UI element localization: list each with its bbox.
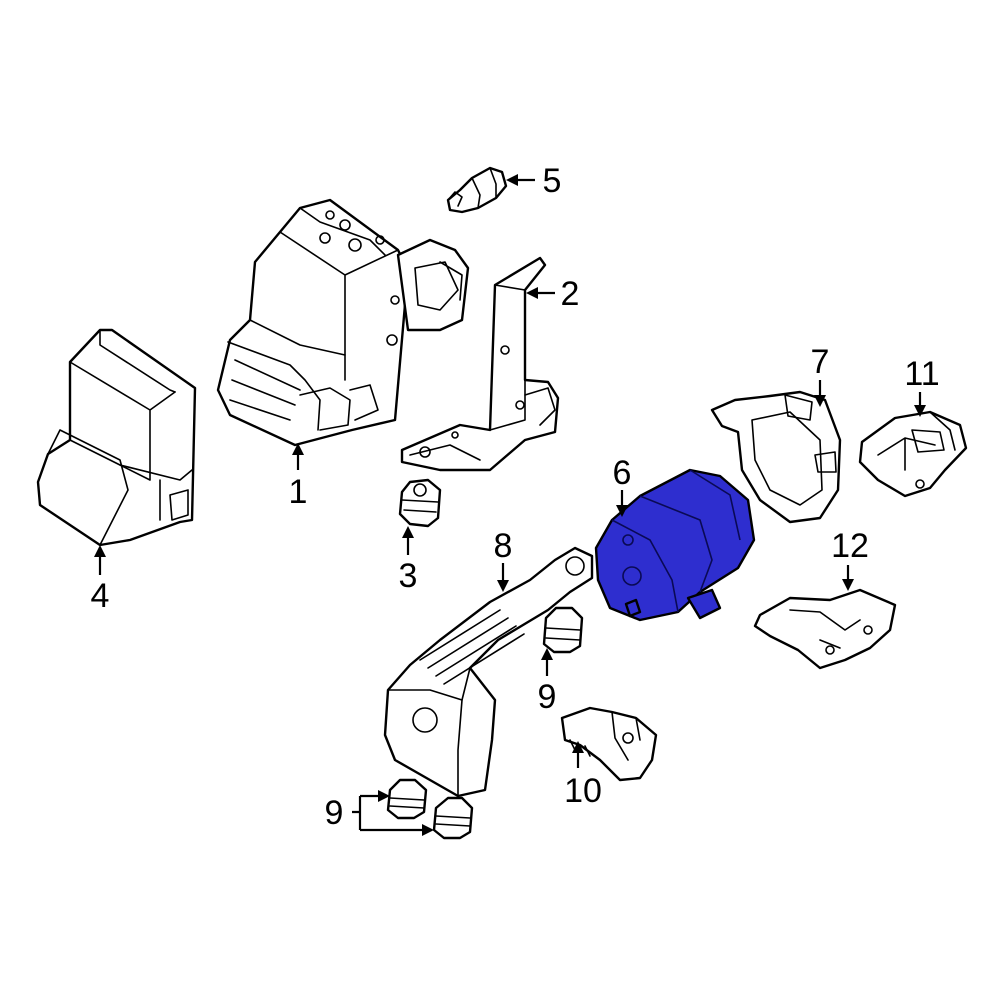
callout-10: 10 [564, 772, 602, 810]
callout-8: 8 [494, 527, 513, 565]
callout-9-upper: 9 [538, 678, 557, 716]
part-5-sensor[interactable] [446, 166, 508, 214]
part-3-grommet[interactable] [398, 478, 442, 528]
part-9-grommet-lower-b[interactable] [432, 796, 474, 840]
part-4-control-module[interactable] [36, 328, 197, 547]
callout-5: 5 [543, 162, 562, 200]
callout-11: 11 [904, 355, 939, 393]
callout-1: 1 [289, 473, 308, 511]
callout-labels: 1 2 3 4 5 6 7 8 9 9 10 11 12 [91, 162, 940, 832]
callout-3: 3 [399, 557, 418, 595]
part-11-relay[interactable] [858, 410, 968, 498]
part-7-mounting-strap[interactable] [710, 390, 842, 524]
callout-2: 2 [561, 275, 580, 313]
leader-arrows [94, 174, 926, 836]
part-9-grommet-lower-a[interactable] [386, 778, 428, 820]
part-9-grommet-upper[interactable] [542, 606, 584, 654]
part-10-sensor[interactable] [560, 706, 658, 782]
part-1-hydraulic-unit[interactable] [216, 198, 470, 447]
callout-6: 6 [613, 454, 632, 492]
callout-9-lower: 9 [325, 794, 344, 832]
callout-4: 4 [91, 577, 110, 615]
callout-12: 12 [831, 527, 869, 565]
part-6-pump-highlighted[interactable] [594, 468, 756, 622]
part-2-bracket[interactable] [400, 256, 560, 472]
callout-7: 7 [811, 343, 830, 381]
part-12-cover-plate[interactable] [753, 588, 897, 670]
part-8-lever-bracket[interactable] [383, 546, 594, 798]
